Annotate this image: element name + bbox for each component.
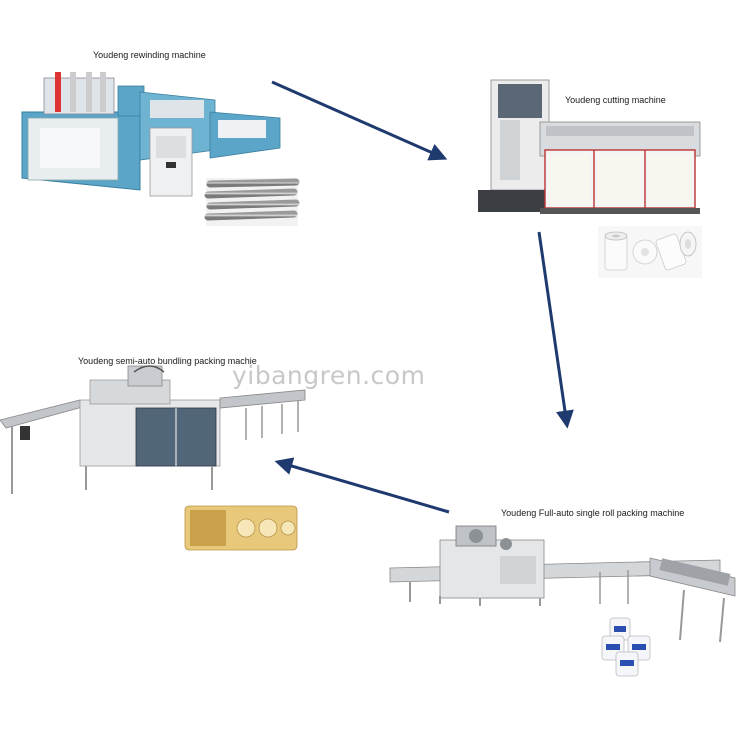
single-roll-machine-image bbox=[389, 525, 736, 677]
rewinding-machine-image bbox=[21, 72, 300, 226]
paper-log-samples bbox=[204, 178, 300, 226]
flow-arrows bbox=[271, 80, 574, 514]
arrow-cutting-to-single-roll bbox=[537, 231, 574, 429]
arrow-rewinding-to-cutting bbox=[271, 80, 448, 161]
bundled-package-sample bbox=[184, 505, 298, 551]
watermark: yibangren.com bbox=[232, 361, 426, 390]
cutting-machine-image bbox=[478, 79, 702, 278]
arrow-single-roll-to-bundling bbox=[274, 457, 450, 514]
label-cutting-machine: Youdeng cutting machine bbox=[565, 95, 666, 105]
label-rewinding-machine: Youdeng rewinding machine bbox=[93, 50, 206, 60]
bundling-machine-image bbox=[0, 365, 306, 551]
label-bundling-machine: Youdeng semi-auto bundling packing machi… bbox=[78, 356, 257, 366]
label-single-roll-machine: Youdeng Full-auto single roll packing ma… bbox=[501, 508, 685, 518]
cut-roll-samples bbox=[598, 226, 702, 278]
wrapped-roll-samples bbox=[601, 617, 651, 677]
